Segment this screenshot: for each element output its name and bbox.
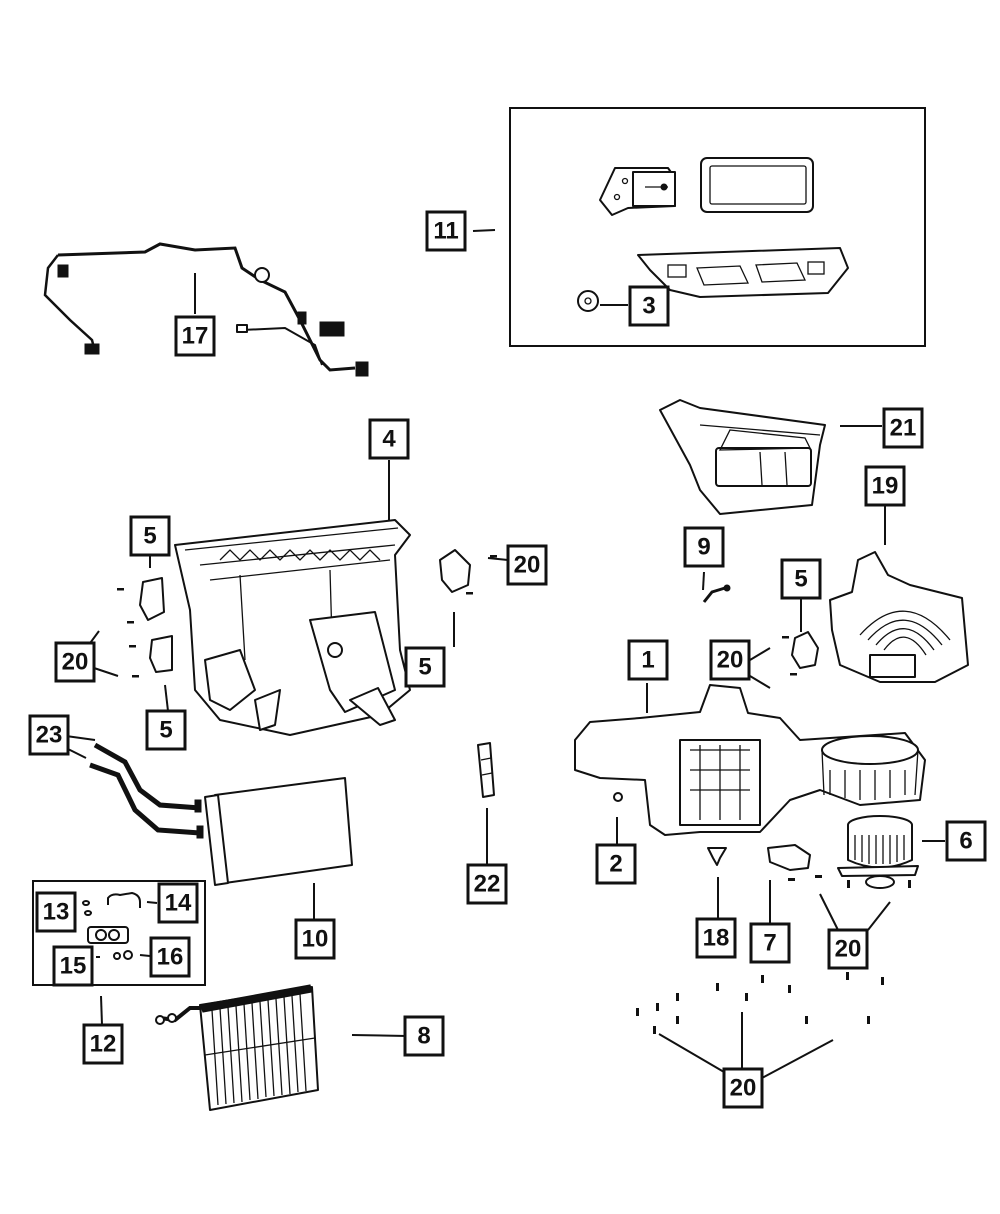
callout-19[interactable]: 19 [864, 465, 906, 507]
callout-label: 4 [382, 426, 396, 453]
blower-housing-part [829, 551, 969, 683]
evaporator-core-part [155, 984, 319, 1111]
seal-kit-group-frame [509, 107, 926, 347]
callout-label: 17 [182, 323, 209, 350]
callout-label: 7 [763, 930, 776, 957]
callout-22[interactable]: 22 [466, 863, 508, 905]
callout-20-bottom[interactable]: 20 [722, 1067, 764, 1109]
seal-kit-bracket-part [599, 167, 676, 216]
callout-label: 1 [641, 647, 654, 674]
callout-label: 5 [159, 717, 172, 744]
callout-23[interactable]: 23 [28, 714, 70, 756]
callout-label: 3 [642, 293, 655, 320]
seal-kit-gasket-part [700, 157, 814, 213]
nut-part [613, 792, 623, 802]
callout-label: 2 [609, 851, 622, 878]
callout-5-lower-left[interactable]: 5 [145, 709, 187, 751]
blower-motor-part [837, 815, 919, 889]
expansion-kit-group-frame [32, 880, 206, 986]
callout-label: 5 [143, 523, 156, 550]
callout-label: 10 [302, 926, 329, 953]
callout-label: 21 [890, 415, 917, 442]
callout-label: 20 [730, 1075, 757, 1102]
callout-20-housing[interactable]: 20 [709, 639, 751, 681]
callout-label: 20 [62, 649, 89, 676]
callout-4[interactable]: 4 [368, 418, 410, 460]
callout-10[interactable]: 10 [294, 918, 336, 960]
callout-11[interactable]: 11 [425, 210, 467, 252]
module-part [477, 742, 495, 798]
callout-3[interactable]: 3 [628, 285, 670, 327]
callout-9[interactable]: 9 [683, 526, 725, 568]
callout-label: 20 [514, 552, 541, 579]
callout-12[interactable]: 12 [82, 1023, 124, 1065]
callout-5-right[interactable]: 5 [780, 558, 822, 600]
callout-7[interactable]: 7 [749, 922, 791, 964]
drain-valve-part [707, 847, 727, 866]
callout-label: 18 [703, 925, 730, 952]
actuator-screws [117, 555, 797, 678]
callout-label: 23 [36, 722, 63, 749]
callout-label: 8 [417, 1023, 430, 1050]
distribution-housing-part [174, 519, 411, 736]
expansion-kit-parts [82, 892, 141, 960]
callout-5-upper-left[interactable]: 5 [129, 515, 171, 557]
callout-label: 14 [165, 890, 192, 917]
blower-resistor-part [767, 844, 811, 871]
callout-18[interactable]: 18 [695, 917, 737, 959]
callout-2[interactable]: 2 [595, 843, 637, 885]
callout-label: 9 [697, 534, 710, 561]
callout-label: 15 [60, 953, 87, 980]
callout-label: 5 [794, 566, 807, 593]
callout-20-top-right[interactable]: 20 [506, 544, 548, 586]
heater-core-part [89, 742, 353, 886]
callout-label: 22 [474, 871, 501, 898]
callout-8[interactable]: 8 [403, 1015, 445, 1057]
callout-label: 11 [433, 218, 458, 245]
callout-label: 20 [717, 647, 744, 674]
callout-21[interactable]: 21 [882, 407, 924, 449]
wiring-harness-part [43, 242, 369, 377]
callout-label: 16 [157, 944, 184, 971]
callout-label: 6 [959, 828, 972, 855]
hvac-housing-part [574, 684, 926, 836]
callout-20-left[interactable]: 20 [54, 641, 96, 683]
callout-14[interactable]: 14 [157, 882, 199, 924]
callout-16[interactable]: 16 [149, 936, 191, 978]
loose-screws [636, 875, 911, 1034]
callout-label: 20 [835, 936, 862, 963]
callout-13[interactable]: 13 [35, 891, 77, 933]
callout-label: 12 [90, 1031, 117, 1058]
callout-6[interactable]: 6 [945, 820, 987, 862]
grommet-part [577, 290, 599, 312]
callout-5-center-right[interactable]: 5 [404, 646, 446, 688]
callout-label: 13 [43, 899, 70, 926]
leader-lines [65, 229, 945, 1079]
actuator-part [139, 549, 819, 673]
seal-kit-tray-part [637, 247, 849, 298]
callout-label: 19 [872, 473, 899, 500]
temperature-sensor-part [702, 584, 731, 603]
air-inlet-housing-part [659, 399, 826, 515]
callout-label: 5 [418, 654, 431, 681]
callout-1[interactable]: 1 [627, 639, 669, 681]
callout-17[interactable]: 17 [174, 315, 216, 357]
callout-20-blower[interactable]: 20 [827, 928, 869, 970]
callout-15[interactable]: 15 [52, 945, 94, 987]
